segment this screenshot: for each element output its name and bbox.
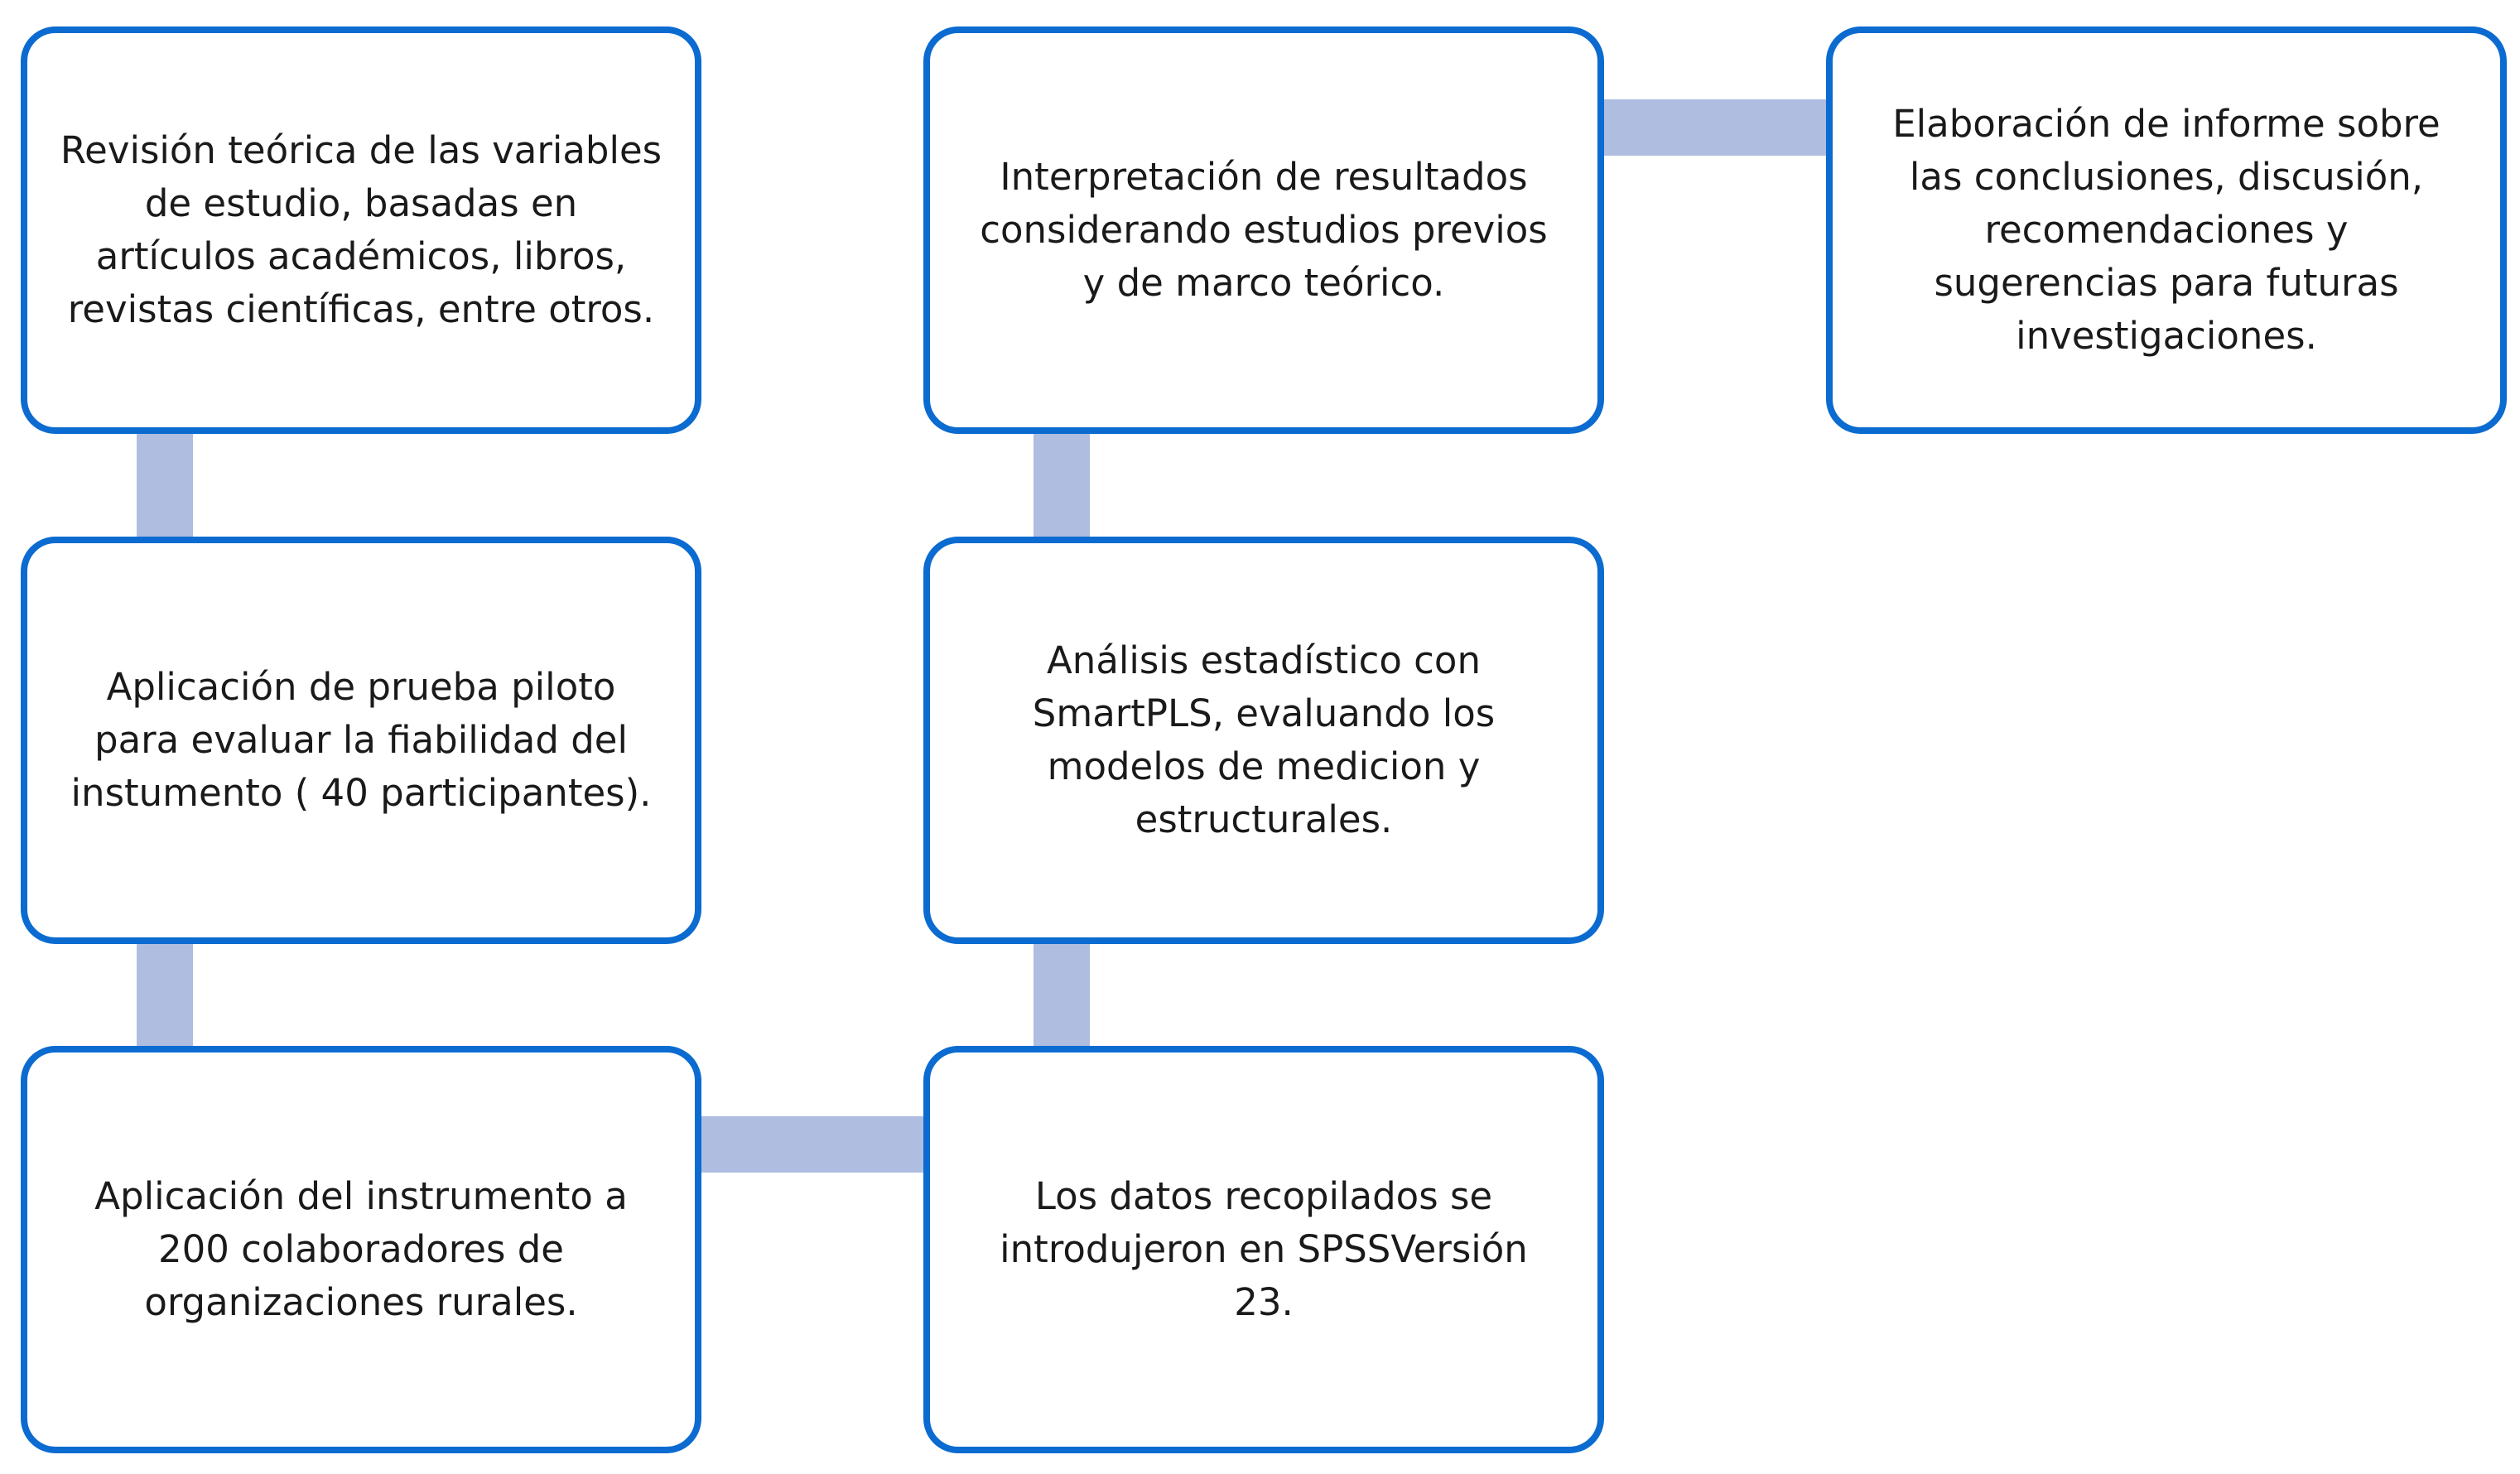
connector-step2-step3 (137, 941, 193, 1052)
step-text: Elaboración de informe sobre las conclus… (1892, 102, 2440, 358)
step-box-instrument-application: Aplicación del instrumento a 200 colabor… (21, 1046, 701, 1453)
connector-step4-step5 (1034, 941, 1090, 1052)
connector-step6-step7 (1600, 99, 1832, 156)
step-box-smartpls-analysis: Análisis estadístico con SmartPLS, evalu… (923, 537, 1604, 944)
connector-step1-step2 (137, 431, 193, 542)
step-text: Interpretación de resultados considerand… (980, 155, 1548, 305)
connector-step3-step4 (697, 1116, 929, 1173)
step-text: Aplicación de prueba piloto para evaluar… (70, 665, 652, 815)
step-box-pilot-test: Aplicación de prueba piloto para evaluar… (21, 537, 701, 944)
step-text: Los datos recopilados se introdujeron en… (1000, 1174, 1528, 1324)
step-box-theoretical-review: Revisión teórica de las variables de est… (21, 26, 701, 434)
step-text: Revisión teórica de las variables de est… (60, 128, 663, 331)
step-box-results-interpretation: Interpretación de resultados considerand… (923, 26, 1604, 434)
step-box-data-entry-spss: Los datos recopilados se introdujeron en… (923, 1046, 1604, 1453)
step-box-final-report: Elaboración de informe sobre las conclus… (1826, 26, 2507, 434)
step-text: Aplicación del instrumento a 200 colabor… (94, 1174, 628, 1324)
step-text: Análisis estadístico con SmartPLS, evalu… (1032, 638, 1496, 841)
connector-step5-step6 (1034, 431, 1090, 542)
